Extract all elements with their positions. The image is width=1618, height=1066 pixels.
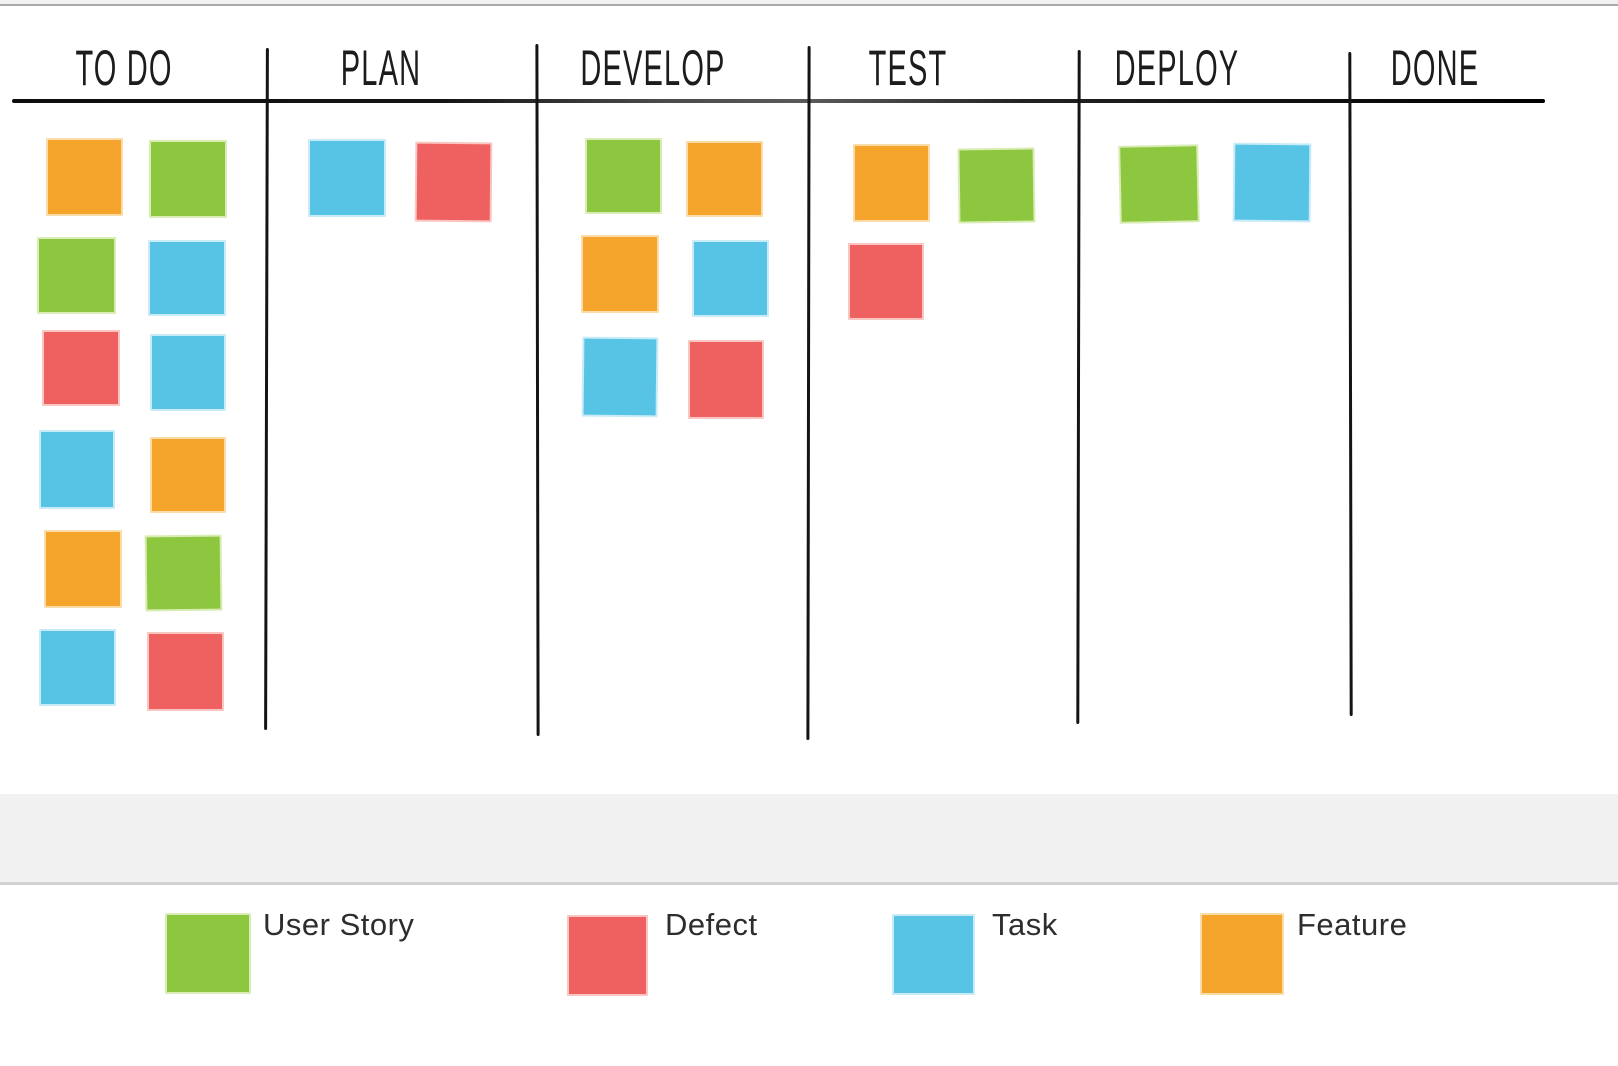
sticky-note-feature[interactable]	[581, 235, 659, 313]
legend-swatch-feature	[1200, 913, 1284, 995]
sticky-note-feature[interactable]	[853, 144, 930, 222]
sticky-note-user-story[interactable]	[144, 534, 223, 612]
column-divider	[264, 47, 269, 731]
legend-swatch-task	[892, 914, 975, 995]
legend-label-defect: Defect	[665, 907, 758, 942]
kanban-board: TO DO PLAN DEVELOP TEST DEPLOY DONE	[12, 40, 1545, 741]
header-underline	[12, 99, 1545, 103]
sticky-note-defect[interactable]	[414, 141, 493, 223]
column-header-done: DONE	[1390, 40, 1480, 96]
sticky-note-task[interactable]	[1232, 142, 1312, 223]
legend: User Story Defect Task Feature	[0, 886, 1618, 1066]
sticky-note-task[interactable]	[581, 336, 659, 418]
legend-label-task: Task	[992, 907, 1058, 942]
column-header-test: TEST	[868, 40, 948, 96]
column-divider	[1076, 49, 1081, 725]
sticky-note-feature[interactable]	[150, 437, 226, 513]
sticky-note-task[interactable]	[692, 240, 769, 317]
sticky-note-task[interactable]	[39, 629, 116, 706]
sticky-note-user-story[interactable]	[1118, 144, 1200, 224]
sticky-note-feature[interactable]	[44, 530, 122, 608]
sticky-note-user-story[interactable]	[585, 138, 662, 214]
column-header-develop: DEVELOP	[580, 40, 726, 96]
sticky-note-feature[interactable]	[46, 138, 123, 216]
sticky-note-task[interactable]	[150, 334, 226, 411]
legend-label-feature: Feature	[1297, 907, 1408, 942]
legend-label-user-story: User Story	[263, 907, 415, 942]
column-header-plan: PLAN	[340, 40, 422, 96]
sticky-note-user-story[interactable]	[149, 140, 227, 218]
sticky-note-defect[interactable]	[688, 340, 764, 419]
legend-swatch-user-story	[165, 913, 251, 994]
column-header-todo: TO DO	[75, 40, 173, 96]
sticky-note-defect[interactable]	[42, 330, 120, 406]
sticky-note-feature[interactable]	[686, 141, 763, 217]
column-divider	[535, 43, 540, 737]
column-divider	[806, 45, 811, 741]
sticky-note-defect[interactable]	[147, 632, 224, 711]
sticky-note-task[interactable]	[39, 430, 115, 509]
legend-swatch-defect	[567, 915, 648, 996]
separator-band	[0, 794, 1618, 885]
sticky-note-user-story[interactable]	[957, 147, 1036, 224]
sticky-note-user-story[interactable]	[37, 237, 116, 314]
sticky-note-task[interactable]	[148, 240, 226, 316]
sticky-note-task[interactable]	[308, 139, 386, 217]
column-header-deploy: DEPLOY	[1114, 40, 1240, 96]
column-divider	[1348, 51, 1353, 717]
sticky-note-defect[interactable]	[848, 243, 924, 320]
page-top-edge	[0, 0, 1618, 6]
